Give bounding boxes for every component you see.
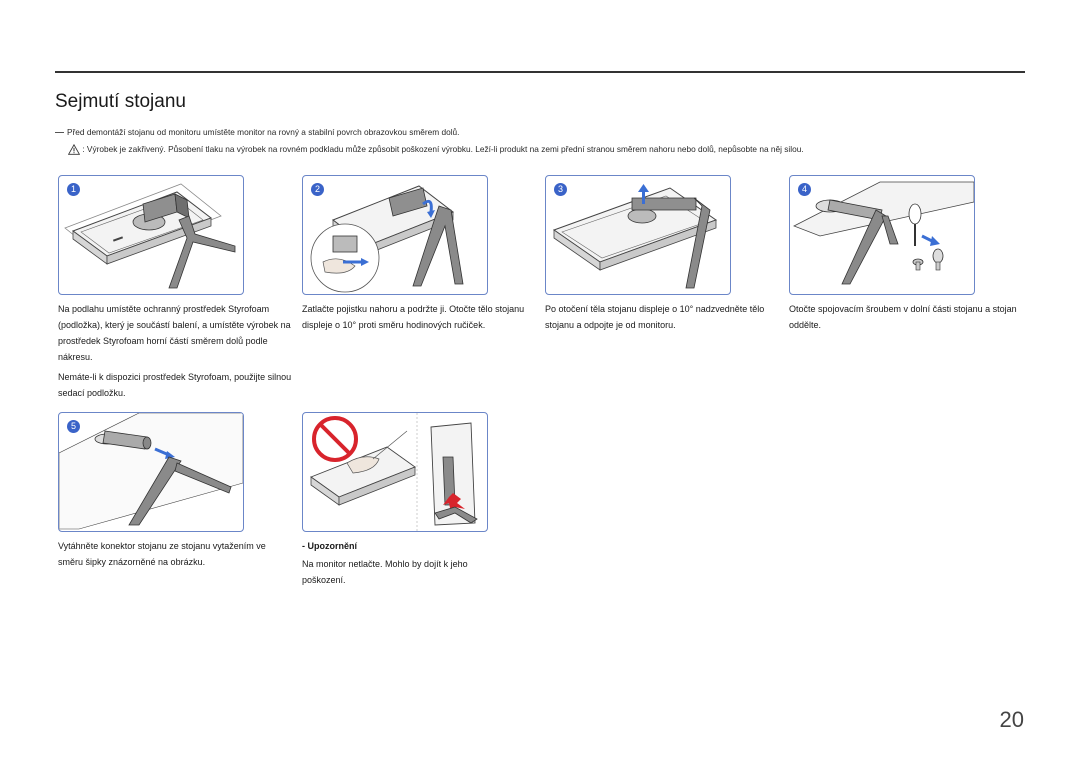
monitor-on-styrofoam-image: [64, 183, 236, 289]
page-title: Sejmutí stojanu: [55, 91, 186, 112]
step-1-text-2: Nemáte-li k dispozici prostředek Styrofo…: [58, 372, 292, 398]
step-3-illustration: 3: [545, 175, 731, 295]
step-1-badge: 1: [67, 183, 80, 196]
step-4-caption: Otočte spojovacím šroubem v dolní části …: [789, 304, 1017, 330]
page-number: 20: [999, 707, 1024, 732]
step-3-badge: 3: [554, 183, 567, 196]
step-2-caption: Zatlačte pojistku nahoru a podržte ji. O…: [302, 304, 525, 330]
caution-text: : Výrobek je zakřivený. Působení tlaku n…: [82, 144, 804, 154]
note-line: Před demontáží stojanu od monitoru umíst…: [55, 127, 459, 137]
lift-stand-body-image: [552, 184, 718, 289]
step-2-badge: 2: [311, 183, 324, 196]
step-2-illustration: 2: [302, 175, 488, 295]
top-rule: [55, 71, 1025, 73]
step-3-caption: Po otočení těla stojanu displeje o 10° n…: [545, 304, 765, 330]
step-1-text: Na podlahu umístěte ochranný prostředek …: [58, 304, 291, 362]
warning-text: Na monitor netlačte. Mohlo by dojít k je…: [302, 559, 468, 585]
warning-heading: - Upozornění: [302, 541, 357, 551]
step-4-illustration: 4: [789, 175, 975, 295]
warning-illustration: [302, 412, 488, 532]
step-5-illustration: 5: [58, 412, 244, 532]
unscrew-stand-image: [793, 181, 974, 285]
release-lock-rotate-image: [310, 185, 464, 293]
do-not-press-image: [310, 413, 478, 531]
warning-caption: - Upozornění Na monitor netlačte. Mohlo …: [302, 538, 502, 588]
pull-connector-image: [59, 413, 243, 530]
note-text: Před demontáží stojanu od monitoru umíst…: [67, 127, 460, 137]
step-1-caption: Na podlahu umístěte ochranný prostředek …: [58, 301, 296, 401]
step-5-caption: Vytáhněte konektor stojanu ze stojanu vy…: [58, 541, 266, 567]
step-5-badge: 5: [67, 420, 80, 433]
warning-triangle-icon: [67, 143, 81, 155]
step-1-illustration: 1: [58, 175, 244, 295]
caution-line: : Výrobek je zakřivený. Působení tlaku n…: [67, 143, 804, 155]
note-dash-icon: [55, 132, 64, 134]
step-4-badge: 4: [798, 183, 811, 196]
